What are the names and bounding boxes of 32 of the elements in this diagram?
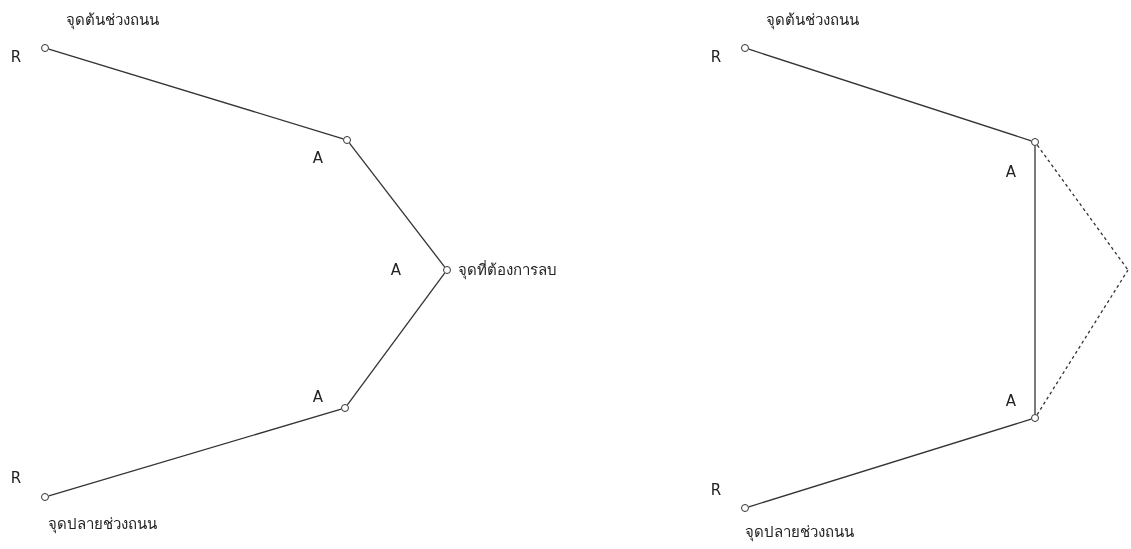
point-label: จุดที่ต้องการลบ <box>458 261 557 279</box>
point-marker <box>1031 414 1039 422</box>
point-marker <box>41 493 49 501</box>
point-label: จุดปลายช่วงถนน <box>745 523 854 541</box>
point-label: จุดต้นช่วงถนน <box>766 11 859 29</box>
point-letter: A <box>390 261 402 279</box>
point-letter: R <box>710 48 722 66</box>
line-segment <box>1034 145 1036 415</box>
point-marker <box>341 404 349 412</box>
point-label: จุดต้นช่วงถนน <box>66 11 159 29</box>
point-letter: R <box>10 469 22 487</box>
point-label: จุดปลายช่วงถนน <box>48 515 157 533</box>
line-segment <box>748 418 1032 508</box>
point-letter: A <box>312 149 324 167</box>
point-marker <box>741 44 749 52</box>
line-segment <box>348 142 446 268</box>
point-letter: R <box>10 48 22 66</box>
point-letter: A <box>312 388 324 406</box>
point-letter: A <box>1005 163 1017 181</box>
point-marker <box>41 44 49 52</box>
point-marker <box>443 266 451 274</box>
dashed-line <box>1036 269 1129 416</box>
point-marker <box>343 136 351 144</box>
point-marker <box>1031 138 1039 146</box>
point-marker <box>741 504 749 512</box>
line-segment <box>346 272 446 406</box>
line-segment <box>48 48 344 140</box>
dashed-line <box>1036 144 1129 271</box>
line-segment <box>48 408 342 497</box>
point-letter: A <box>1005 392 1017 410</box>
point-letter: R <box>710 481 722 499</box>
line-segment <box>748 48 1032 142</box>
